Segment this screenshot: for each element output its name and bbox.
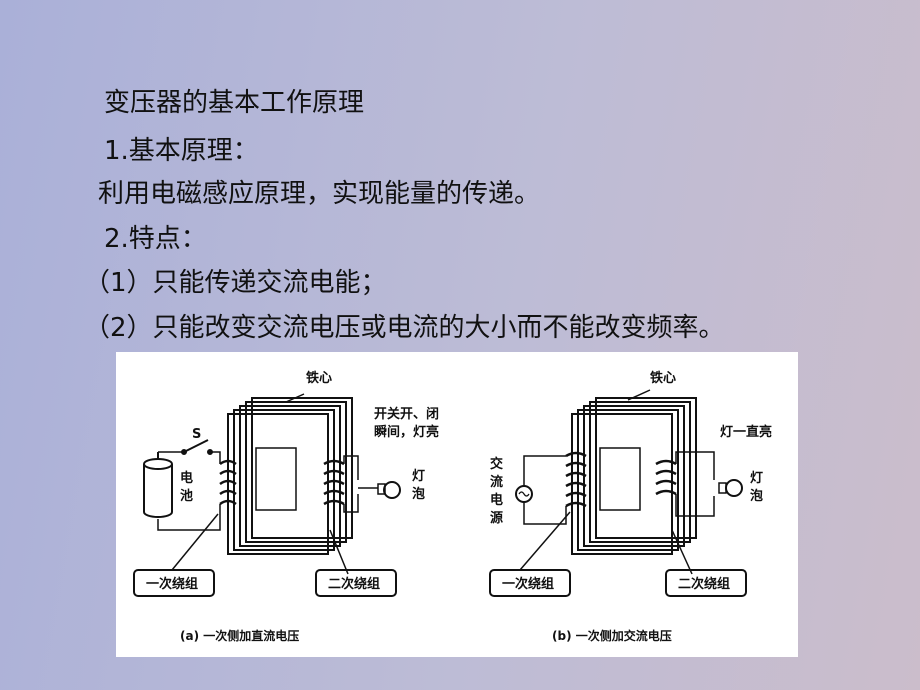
battery bbox=[143, 452, 173, 518]
battery-label-1: 电 bbox=[180, 470, 193, 486]
lamp-label-right-2: 泡 bbox=[750, 488, 763, 504]
primary-coil-left bbox=[219, 459, 237, 506]
lamp-right bbox=[718, 479, 743, 497]
lamp-left bbox=[358, 481, 401, 499]
heading-basic-principle: 1.基本原理： bbox=[104, 136, 259, 166]
secondary-winding-box-left bbox=[315, 569, 397, 597]
battery-label-2: 池 bbox=[180, 488, 193, 504]
principle-text: 利用电磁感应原理，实现能量的传递。 bbox=[98, 179, 541, 209]
iron-core-right bbox=[571, 397, 697, 555]
primary-label-right: 一次绕组 bbox=[502, 576, 554, 592]
diagram-ac bbox=[489, 389, 747, 597]
diagram-dc bbox=[133, 393, 401, 597]
source-label-1: 交 bbox=[490, 456, 503, 472]
heading-features: 2.特点： bbox=[104, 224, 207, 254]
lamp-label-left-1: 灯 bbox=[412, 468, 425, 484]
lamp-label-left-2: 泡 bbox=[412, 486, 425, 502]
transformer-figure: 铁心 S 开关开、闭 瞬间，灯亮 电 池 灯 泡 一次绕组 二次绕组 (a) 一… bbox=[116, 352, 798, 657]
secondary-label-right: 二次绕组 bbox=[678, 576, 730, 592]
switch-label: S bbox=[192, 427, 201, 442]
core-label-left: 铁心 bbox=[305, 370, 332, 386]
secondary-winding-box-right bbox=[665, 569, 747, 597]
note-right: 灯一直亮 bbox=[720, 424, 772, 440]
caption-right: (b) 一次侧加交流电压 bbox=[552, 628, 672, 643]
switch bbox=[183, 439, 209, 453]
transformer-diagram: 铁心 S 开关开、闭 瞬间，灯亮 电 池 灯 泡 一次绕组 二次绕组 (a) 一… bbox=[133, 370, 772, 643]
primary-coil-right bbox=[565, 451, 587, 508]
source-label-3: 电 bbox=[490, 492, 503, 508]
iron-core-left bbox=[227, 397, 353, 555]
primary-winding-box-right bbox=[489, 569, 571, 597]
source-label-2: 流 bbox=[490, 474, 503, 490]
source-label-4: 源 bbox=[490, 510, 503, 526]
note-left-1: 开关开、闭 bbox=[374, 406, 439, 422]
primary-label-left: 一次绕组 bbox=[146, 576, 198, 592]
slide-title: 变压器的基本工作原理 bbox=[104, 88, 365, 118]
feature-point-2: （2）只能改变交流电压或电流的大小而不能改变频率。 bbox=[84, 313, 725, 343]
caption-left: (a) 一次侧加直流电压 bbox=[180, 628, 299, 643]
secondary-coil-left bbox=[323, 459, 345, 506]
feature-point-1: （1）只能传递交流电能； bbox=[84, 268, 387, 298]
secondary-label-left: 二次绕组 bbox=[328, 576, 380, 592]
note-left-2: 瞬间，灯亮 bbox=[374, 424, 439, 440]
secondary-coil-right bbox=[655, 459, 677, 496]
core-label-right: 铁心 bbox=[649, 370, 676, 386]
ac-source bbox=[515, 485, 533, 503]
lamp-label-right-1: 灯 bbox=[750, 470, 763, 486]
primary-winding-box-left bbox=[133, 569, 215, 597]
